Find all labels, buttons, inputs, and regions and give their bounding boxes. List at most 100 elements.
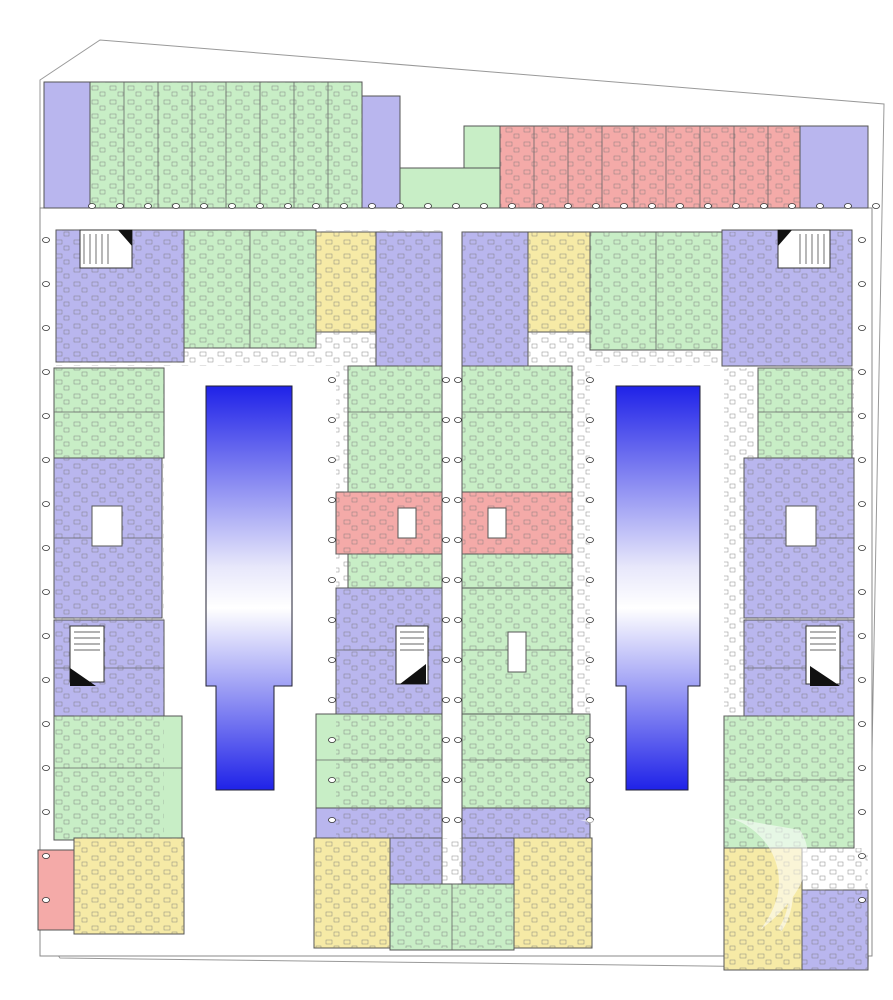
door-marker [454,537,462,543]
door-markers [42,203,880,903]
stair-nw [79,229,133,269]
door-marker [816,203,824,209]
door-marker [442,737,450,743]
door-marker [858,237,866,243]
door-marker [228,203,236,209]
door-marker [858,325,866,331]
partitions [54,82,854,950]
door-marker [256,203,264,209]
door-marker [328,777,336,783]
door-marker [454,657,462,663]
door-marker [872,203,880,209]
door-marker [480,203,488,209]
door-marker [442,417,450,423]
door-marker [454,457,462,463]
door-marker [442,577,450,583]
pool-left [205,385,293,791]
door-marker [340,203,348,209]
door-marker [328,497,336,503]
door-marker [676,203,684,209]
door-marker [328,457,336,463]
room-details [54,82,868,970]
door-marker [42,677,50,683]
door-marker [858,809,866,815]
door-marker [328,417,336,423]
door-marker [704,203,712,209]
door-marker [586,657,594,663]
door-marker [368,203,376,209]
door-marker [858,369,866,375]
door-marker [586,497,594,503]
door-marker [648,203,656,209]
door-marker [536,203,544,209]
door-marker [586,377,594,383]
door-marker [42,413,50,419]
door-marker [454,497,462,503]
door-marker [42,457,50,463]
door-marker [328,697,336,703]
door-marker [586,537,594,543]
stair-center [395,625,429,685]
door-marker [452,203,460,209]
door-marker [42,765,50,771]
door-marker [454,417,462,423]
door-marker [328,617,336,623]
door-marker [42,589,50,595]
door-marker [88,203,96,209]
door-marker [442,817,450,823]
door-marker [442,537,450,543]
door-marker [592,203,600,209]
door-marker [328,737,336,743]
door-marker [858,281,866,287]
door-marker [328,657,336,663]
door-marker [586,777,594,783]
door-marker [442,617,450,623]
door-marker [586,417,594,423]
watermark-logo [580,818,808,932]
door-marker [858,765,866,771]
atrium-voids [91,505,817,673]
door-marker [42,281,50,287]
door-marker [42,237,50,243]
door-marker [172,203,180,209]
door-marker [442,777,450,783]
door-marker [564,203,572,209]
door-marker [42,369,50,375]
door-marker [858,897,866,903]
door-marker [858,501,866,507]
door-marker [732,203,740,209]
door-marker [858,633,866,639]
door-marker [454,577,462,583]
door-marker [42,721,50,727]
door-marker [42,501,50,507]
door-marker [788,203,796,209]
door-marker [42,325,50,331]
door-marker [42,545,50,551]
door-marker [42,633,50,639]
stair-w [69,625,105,686]
door-marker [328,817,336,823]
door-marker [858,721,866,727]
door-marker [328,577,336,583]
door-marker [844,203,852,209]
stair-e [805,625,841,686]
door-marker [442,457,450,463]
door-marker [200,203,208,209]
door-marker [442,697,450,703]
door-marker [858,457,866,463]
door-marker [586,617,594,623]
door-marker [454,817,462,823]
door-marker [454,697,462,703]
door-marker [858,589,866,595]
door-marker [144,203,152,209]
door-marker [284,203,292,209]
door-marker [586,737,594,743]
door-marker [312,203,320,209]
door-marker [442,657,450,663]
door-marker [424,203,432,209]
door-marker [328,537,336,543]
door-marker [442,377,450,383]
door-marker [116,203,124,209]
door-marker [858,853,866,859]
